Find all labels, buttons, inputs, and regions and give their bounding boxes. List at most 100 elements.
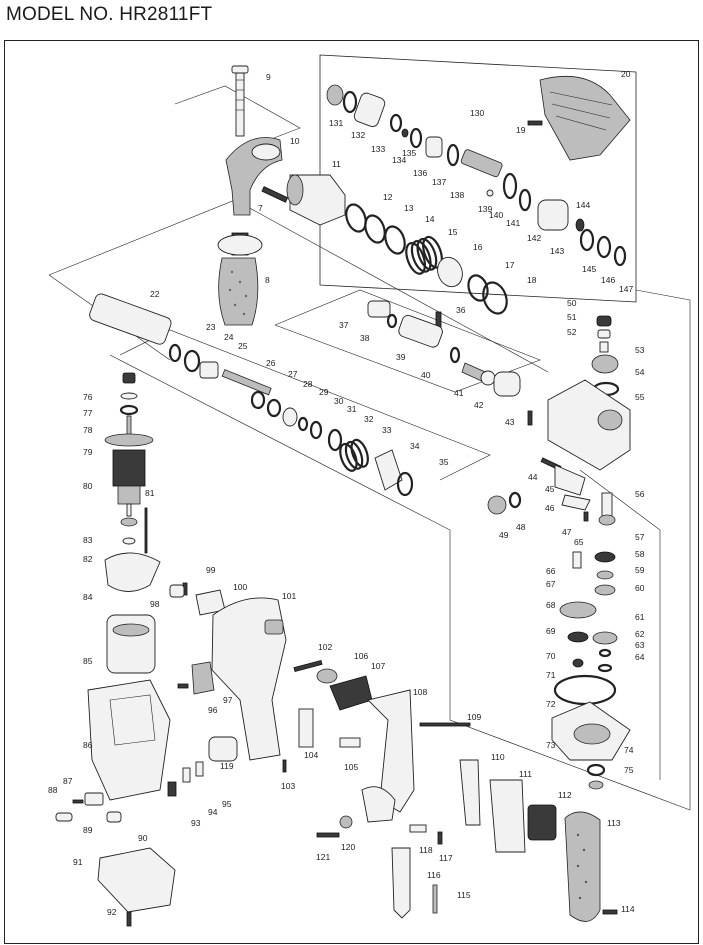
part-label-107: 107 xyxy=(371,661,385,671)
part-label-9: 9 xyxy=(266,72,271,82)
part-label-52: 52 xyxy=(567,327,577,337)
part-label-141: 141 xyxy=(506,218,520,228)
part-label-41: 41 xyxy=(454,388,464,398)
diagram-frame xyxy=(4,40,699,944)
part-label-46: 46 xyxy=(545,503,555,513)
part-label-87: 87 xyxy=(63,776,73,786)
part-label-74: 74 xyxy=(624,745,634,755)
part-label-110: 110 xyxy=(491,752,505,762)
part-label-53: 53 xyxy=(635,345,645,355)
part-label-70: 70 xyxy=(546,651,556,661)
piston-parts xyxy=(367,300,533,426)
part-label-78: 78 xyxy=(83,425,93,435)
part-label-134: 134 xyxy=(392,155,406,165)
part-label-89: 89 xyxy=(83,825,93,835)
part-label-7: 7 xyxy=(258,203,263,213)
part-label-20: 20 xyxy=(621,69,631,79)
part-label-19: 19 xyxy=(516,125,526,135)
part-label-133: 133 xyxy=(371,144,385,154)
part-label-22: 22 xyxy=(150,289,160,299)
part-label-67: 67 xyxy=(546,579,556,589)
part-label-116: 116 xyxy=(427,870,441,880)
brush-parts xyxy=(55,761,204,927)
armature-assembly xyxy=(104,372,161,592)
part-label-84: 84 xyxy=(83,592,93,602)
part-label-77: 77 xyxy=(83,408,93,418)
part-label-45: 45 xyxy=(545,484,555,494)
ring-set-12-18 xyxy=(345,203,508,315)
part-label-62: 62 xyxy=(635,629,645,639)
part-label-105: 105 xyxy=(344,762,358,772)
part-label-73: 73 xyxy=(546,740,556,750)
part-label-59: 59 xyxy=(635,565,645,575)
part-label-139: 139 xyxy=(478,204,492,214)
part-label-132: 132 xyxy=(351,130,365,140)
part-label-37: 37 xyxy=(339,320,349,330)
part-label-51: 51 xyxy=(567,312,577,322)
part-label-65: 65 xyxy=(574,537,584,547)
part-label-14: 14 xyxy=(425,214,435,224)
part-label-50: 50 xyxy=(567,298,577,308)
part-label-35: 35 xyxy=(439,457,449,467)
part-label-15: 15 xyxy=(448,227,458,237)
part-label-147: 147 xyxy=(619,284,633,294)
part-label-93: 93 xyxy=(191,818,201,828)
part-label-79: 79 xyxy=(83,447,93,457)
part-label-56: 56 xyxy=(635,489,645,499)
part-label-114: 114 xyxy=(621,904,635,914)
part-label-42: 42 xyxy=(474,400,484,410)
part-label-49: 49 xyxy=(499,530,509,540)
part-label-27: 27 xyxy=(288,369,298,379)
part-label-131: 131 xyxy=(329,118,343,128)
part-label-104: 104 xyxy=(304,750,318,760)
gear-parts xyxy=(487,457,631,790)
part-label-32: 32 xyxy=(364,414,374,424)
part-label-101: 101 xyxy=(282,591,296,601)
part-label-47: 47 xyxy=(562,527,572,537)
part-label-108: 108 xyxy=(413,687,427,697)
part-label-72: 72 xyxy=(546,699,556,709)
housing-parts xyxy=(87,582,314,801)
part-label-23: 23 xyxy=(206,322,216,332)
part-label-40: 40 xyxy=(421,370,431,380)
part-label-48: 48 xyxy=(516,522,526,532)
part-label-34: 34 xyxy=(410,441,420,451)
part-label-118: 118 xyxy=(419,845,433,855)
part-label-80: 80 xyxy=(83,481,93,491)
part-label-81: 81 xyxy=(145,488,155,498)
tool-holder-parts xyxy=(89,293,414,497)
part-label-17: 17 xyxy=(505,260,515,270)
part-label-12: 12 xyxy=(383,192,393,202)
part-label-71: 71 xyxy=(546,670,556,680)
part-label-33: 33 xyxy=(382,425,392,435)
handle-parts xyxy=(293,659,618,922)
model-title: MODEL NO. HR2811FT xyxy=(6,4,213,25)
part-label-94: 94 xyxy=(208,807,218,817)
part-label-143: 143 xyxy=(550,246,564,256)
part-label-115: 115 xyxy=(457,890,471,900)
part-label-112: 112 xyxy=(558,790,572,800)
part-label-120: 120 xyxy=(341,842,355,852)
part-label-103: 103 xyxy=(281,781,295,791)
part-label-28: 28 xyxy=(303,379,313,389)
part-label-63: 63 xyxy=(635,640,645,650)
part-label-137: 137 xyxy=(432,177,446,187)
part-label-111: 111 xyxy=(519,769,532,779)
part-label-44: 44 xyxy=(528,472,538,482)
part-label-26: 26 xyxy=(266,358,276,368)
part-label-60: 60 xyxy=(635,583,645,593)
part-label-76: 76 xyxy=(83,392,93,402)
part-label-39: 39 xyxy=(396,352,406,362)
part-label-31: 31 xyxy=(347,404,357,414)
part-label-66: 66 xyxy=(546,566,556,576)
crank-housing xyxy=(547,315,631,471)
part-label-11: 11 xyxy=(332,159,341,169)
part-label-98: 98 xyxy=(150,599,160,609)
part-label-130: 130 xyxy=(470,108,484,118)
part-label-135: 135 xyxy=(402,148,416,158)
part-label-18: 18 xyxy=(527,275,537,285)
part-label-100: 100 xyxy=(233,582,247,592)
part-label-146: 146 xyxy=(601,275,615,285)
